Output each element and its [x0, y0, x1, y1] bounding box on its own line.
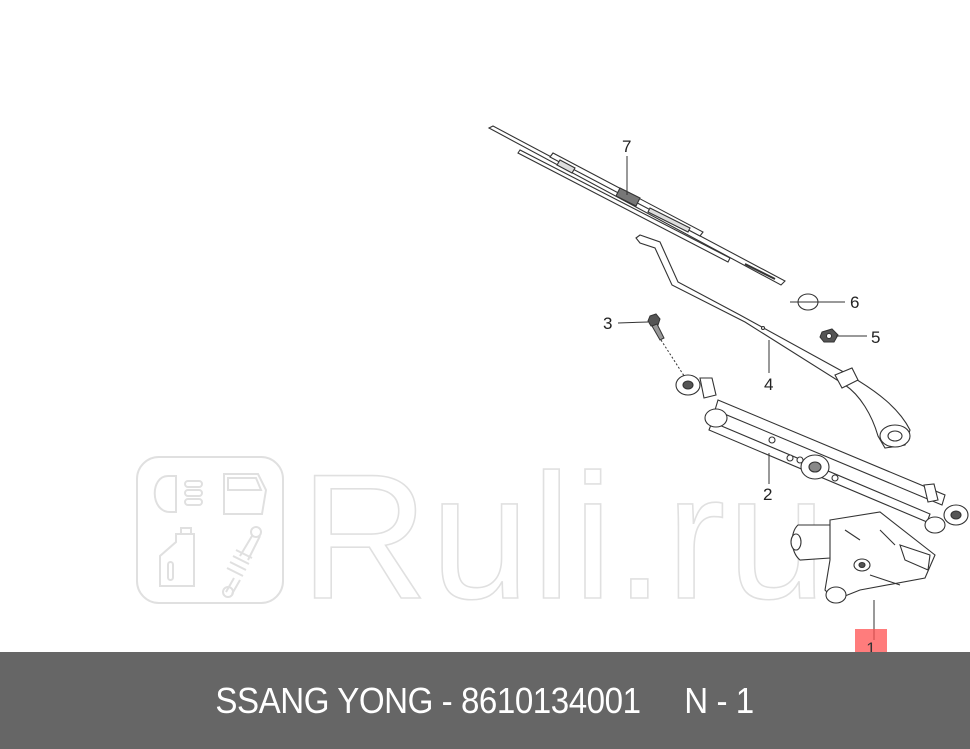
callout-7: 7: [622, 137, 632, 156]
bolt-drawing: [647, 313, 689, 383]
callout-3: 3: [603, 314, 613, 333]
car-door-icon: [223, 473, 268, 515]
wiper-arm-drawing: [635, 234, 911, 449]
callout-4: 4: [764, 375, 774, 394]
leader-lines: [617, 156, 875, 640]
nut-drawing: [819, 328, 839, 343]
callout-2: 2: [763, 485, 773, 504]
callout-6: 6: [850, 293, 860, 312]
footer-part-info: SSANG YONG - 8610134001 N - 1: [215, 679, 755, 721]
callout-1: 1: [866, 639, 876, 658]
oil-bottle-icon: [159, 527, 195, 587]
headlight-icon: [153, 475, 203, 513]
wiper-linkage-drawing: [675, 374, 969, 534]
watermark-logo: [136, 456, 284, 604]
shock-absorber-icon: [222, 526, 262, 598]
watermark-text: Ruli.ru: [300, 437, 828, 636]
wiper-blade-drawing: [487, 125, 786, 286]
callout-5: 5: [871, 328, 881, 347]
wiper-motor-drawing: [790, 511, 936, 604]
footer-bar: SSANG YONG - 8610134001 N - 1: [0, 652, 970, 749]
